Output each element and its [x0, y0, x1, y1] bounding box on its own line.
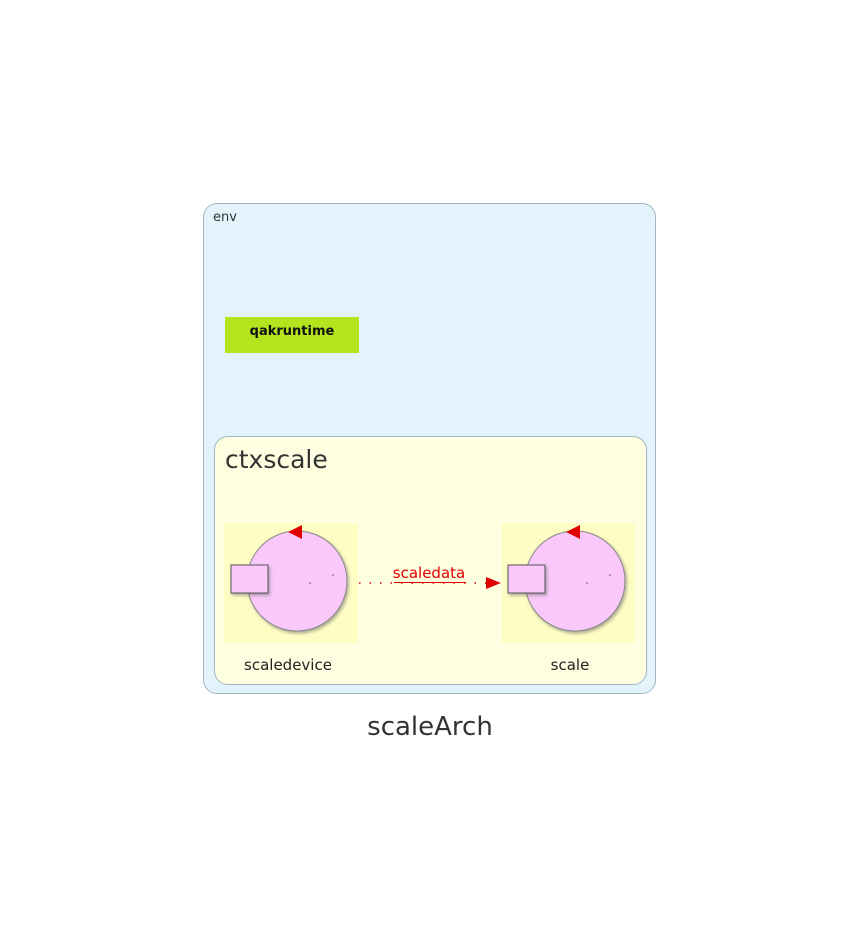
- actor-label-scale: scale: [550, 656, 590, 674]
- context-ctxscale: ctxscale scaledevice scale: [214, 436, 647, 685]
- diagram-title: scaleArch: [367, 712, 493, 742]
- context-label: ctxscale: [225, 445, 328, 474]
- env-label: env: [213, 210, 237, 225]
- env-container: env qakruntime ctxscale scaledevice scal…: [203, 203, 656, 694]
- qakruntime-node: qakruntime: [225, 317, 359, 353]
- actor-label-scaledevice: scaledevice: [244, 656, 332, 674]
